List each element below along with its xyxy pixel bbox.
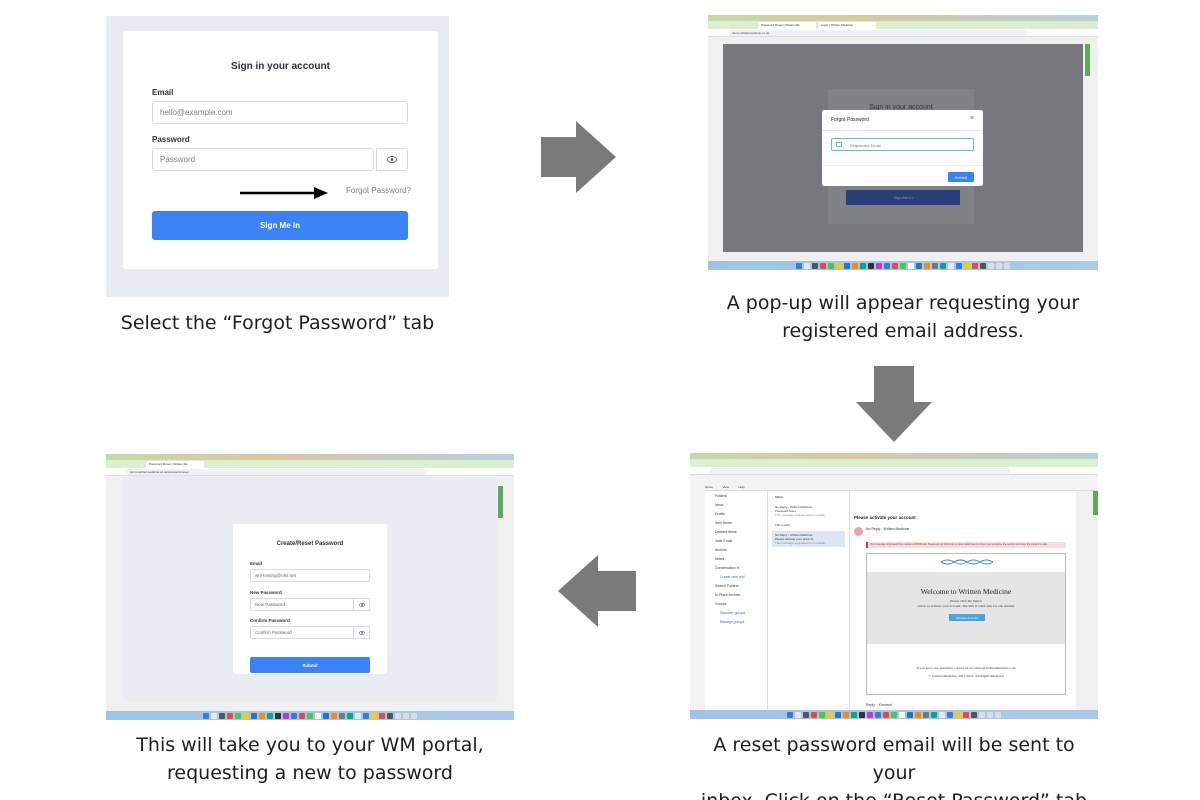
email-subject: Please activate your account: [854, 515, 916, 520]
email-label: Email: [152, 88, 174, 97]
url-field[interactable]: [710, 468, 1010, 474]
avatar: [854, 527, 863, 536]
browser-urlbar: [690, 467, 1098, 475]
portal-page: Create/Reset Password Email wm testing@n…: [123, 477, 497, 701]
signin-card: Sign in your account Email hello@example…: [123, 31, 438, 269]
folder-item[interactable]: Archive: [715, 548, 727, 552]
new-password-input[interactable]: New Password: [250, 598, 354, 611]
ribbon-home[interactable]: Home: [705, 485, 714, 489]
step2-screenshot: ChromeFileEditViewHistoryBookmarksProfil…: [708, 15, 1098, 270]
folder-link[interactable]: Manage groups: [720, 620, 745, 624]
folder-link[interactable]: Create new fold: [720, 575, 745, 579]
step3-screenshot: ChromeFileEditViewHistoryBookmarksProfil…: [690, 453, 1098, 719]
new-password-label: New Password: [250, 590, 282, 595]
list-item[interactable]: No Reply - Written Medicine Password res…: [775, 505, 826, 517]
submit-button[interactable]: Submit: [948, 172, 974, 182]
browser-tab-reset[interactable]: Password Reset | Written Me: [146, 461, 204, 468]
password-label: Password: [152, 135, 190, 144]
arrow-down-icon: [856, 366, 932, 442]
submit-button[interactable]: Submit: [250, 657, 370, 673]
email-body: Welcome to Written Medicine Please click…: [866, 553, 1066, 695]
password-input[interactable]: Password: [152, 148, 374, 171]
folder-item[interactable]: Drafts: [715, 512, 725, 516]
step1-caption: Select the “Forgot Password” tab: [120, 312, 435, 334]
welcome-heading: Welcome to Written Medicine: [920, 587, 1012, 596]
ribbon-help[interactable]: Help: [738, 485, 745, 489]
folder-item[interactable]: Conversation H: [715, 566, 740, 570]
folder-item[interactable]: Junk Email: [715, 539, 733, 543]
browser-urlbar: demo.writtenmedicine.co.uk/password-rese…: [106, 468, 514, 476]
reply-actions: Reply Forward: [866, 703, 892, 707]
forgot-password-link[interactable]: Forgot Password?: [346, 186, 411, 195]
mail-icon: [836, 142, 842, 147]
reset-password-card: Create/Reset Password Email wm testing@n…: [233, 524, 387, 674]
list-item[interactable]: No Reply - Written Medicine Please activ…: [772, 531, 845, 547]
ribbon-view[interactable]: View: [722, 485, 729, 489]
step2-caption: A pop-up will appear requesting your reg…: [726, 292, 1080, 342]
close-icon[interactable]: ×: [969, 115, 974, 122]
folder-item[interactable]: Notes: [715, 557, 725, 561]
email-input[interactable]: hello@example.com: [152, 101, 408, 124]
external-warning: This message originated from outside of …: [866, 542, 1066, 548]
confirm-password-label: Confirm Password: [250, 618, 290, 623]
arrow-left-icon: [558, 555, 636, 627]
browser-tabbar: Password Reset | Written Me: [106, 460, 514, 474]
folder-link[interactable]: Discover groups: [720, 611, 746, 615]
list-group-label: This month: [775, 523, 790, 527]
mac-dock: [690, 710, 1098, 719]
folder-item[interactable]: Inbox: [715, 503, 724, 507]
step3-caption: A reset password email will be sent to y…: [701, 734, 1087, 800]
url-field[interactable]: demo.writtenmedicine.co.uk: [728, 30, 1028, 36]
reply-button[interactable]: Reply: [866, 703, 875, 707]
outlook-ribbon: Home View Help New email: [705, 475, 1098, 508]
email-sender: No Reply - Written Medicine: [866, 527, 910, 531]
browser-urlbar: demo.writtenmedicine.co.uk: [708, 29, 1098, 37]
registered-email-input[interactable]: Registered Email: [831, 138, 974, 151]
dna-logo-icon: [941, 559, 993, 565]
reset-title: Create/Reset Password: [276, 541, 344, 547]
signin-title: Sign in your account: [231, 61, 330, 72]
folder-pane: Folders Inbox Drafts Sent Items Deleted …: [705, 491, 768, 710]
email-label: Email: [250, 561, 263, 566]
folder-item[interactable]: In-Place Archive -: [715, 593, 743, 597]
folder-item[interactable]: Search Folders: [715, 584, 739, 588]
sign-in-button[interactable]: Sign Me In: [152, 211, 408, 240]
mac-dock: [106, 711, 514, 720]
step4-caption: This will take you to your WM portal, re…: [136, 734, 484, 784]
browser-tab-login[interactable]: Login | Written Medicine: [818, 22, 876, 29]
arrow-right-icon: [541, 121, 616, 193]
folder-item[interactable]: Sent Items: [715, 521, 732, 525]
reading-pane: Please activate your account No Reply - …: [850, 491, 1076, 710]
show-password-eye-icon[interactable]: [376, 148, 408, 171]
activate-account-button[interactable]: Activate Account: [949, 614, 985, 621]
app-rail: [690, 475, 705, 710]
browser-tabbar: [690, 459, 1098, 473]
pointer-arrow-icon: [240, 187, 328, 199]
mac-dock: [708, 261, 1098, 270]
url-field[interactable]: demo.writtenmedicine.co.uk/password-rese…: [126, 469, 426, 475]
list-header: Inbox: [775, 495, 783, 499]
message-list: Inbox No Reply - Written Medicine Passwo…: [768, 491, 850, 710]
show-password-eye-icon[interactable]: [353, 626, 370, 639]
modal-title: Forgot Password: [831, 117, 869, 123]
folder-item[interactable]: Deleted Items: [715, 530, 737, 534]
email-field[interactable]: wm testing@nhs.net: [250, 569, 370, 582]
folder-item[interactable]: Groups: [715, 602, 727, 606]
folder-item[interactable]: Folders: [715, 494, 727, 498]
confirm-password-input[interactable]: Confirm Password: [250, 626, 354, 639]
browser-tab-reset[interactable]: Password Reset | Written Me: [758, 22, 816, 29]
show-password-eye-icon[interactable]: [353, 598, 370, 611]
step4-screenshot: ChromeFileEditViewHistoryBookmarksProfil…: [106, 454, 514, 720]
browser-tabbar: Password Reset | Written Me Login | Writ…: [708, 21, 1098, 35]
forgot-password-modal: Forgot Password × Registered Email Submi…: [822, 110, 983, 186]
forward-button[interactable]: Forward: [878, 703, 892, 707]
step1-screenshot: Sign in your account Email hello@example…: [106, 16, 449, 297]
